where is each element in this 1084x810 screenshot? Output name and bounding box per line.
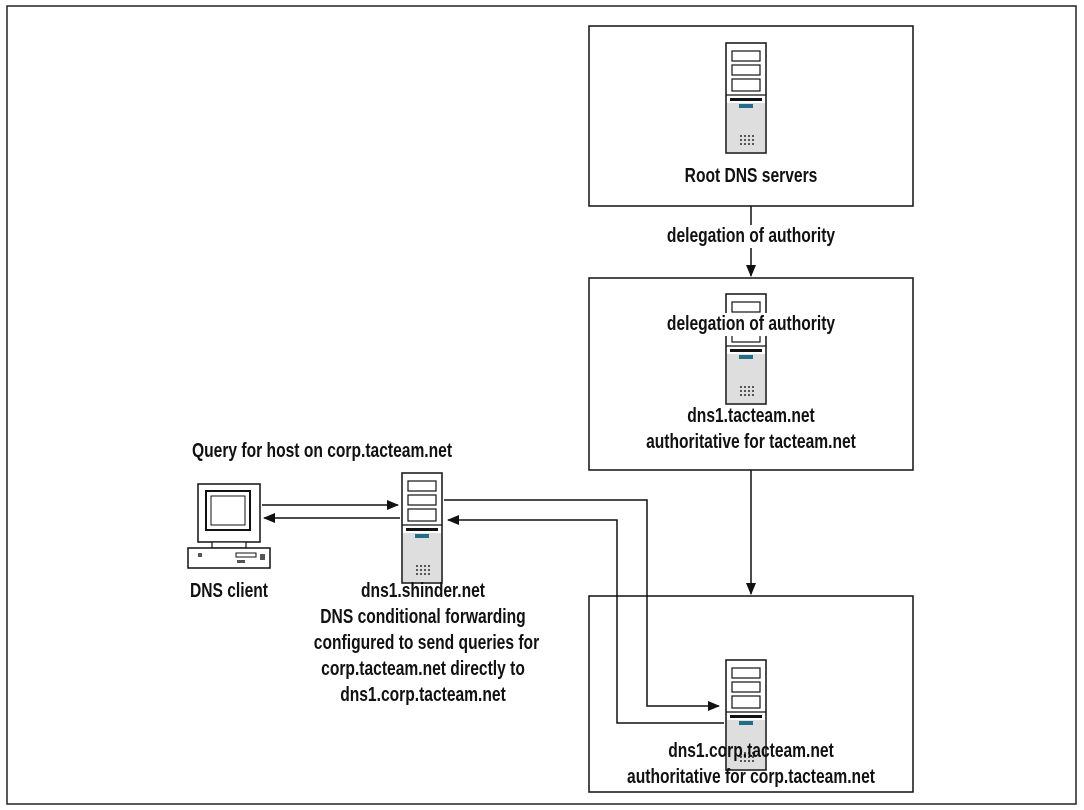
- response-arrow-corp-to-shinder: [447, 515, 724, 724]
- corp-server-name: dns1.corp.tacteam.net: [668, 740, 834, 762]
- delegation-label-2: delegation of authority: [634, 313, 868, 336]
- tacteam-server-role: authoritative for tacteam.net: [646, 431, 856, 453]
- outer-frame: [6, 5, 1077, 805]
- shinder-description-line-2: configured to send queries for: [313, 632, 540, 654]
- tacteam-server-icon: [725, 293, 767, 405]
- dns-client-label: DNS client: [189, 580, 269, 602]
- shinder-description-line-1: DNS conditional forwarding: [320, 606, 526, 628]
- delegation-label-1: delegation of authority: [634, 225, 868, 248]
- tacteam-server-name: dns1.tacteam.net: [687, 405, 815, 427]
- shinder-server-name: dns1.shinder.net: [361, 580, 485, 602]
- dns-client-computer-icon: [187, 483, 271, 569]
- root-server-icon: [725, 42, 767, 154]
- shinder-server-icon: [401, 472, 443, 584]
- shinder-description-line-3: corp.tacteam.net directly to: [321, 658, 525, 680]
- shinder-description-line-4: dns1.corp.tacteam.net: [340, 684, 506, 706]
- root-servers-label: Root DNS servers: [684, 165, 818, 187]
- forward-arrow-shinder-to-corp: [444, 499, 720, 711]
- corp-server-role: authoritative for corp.tacteam.net: [627, 766, 875, 788]
- query-label: Query for host on corp.tacteam.net: [192, 440, 453, 462]
